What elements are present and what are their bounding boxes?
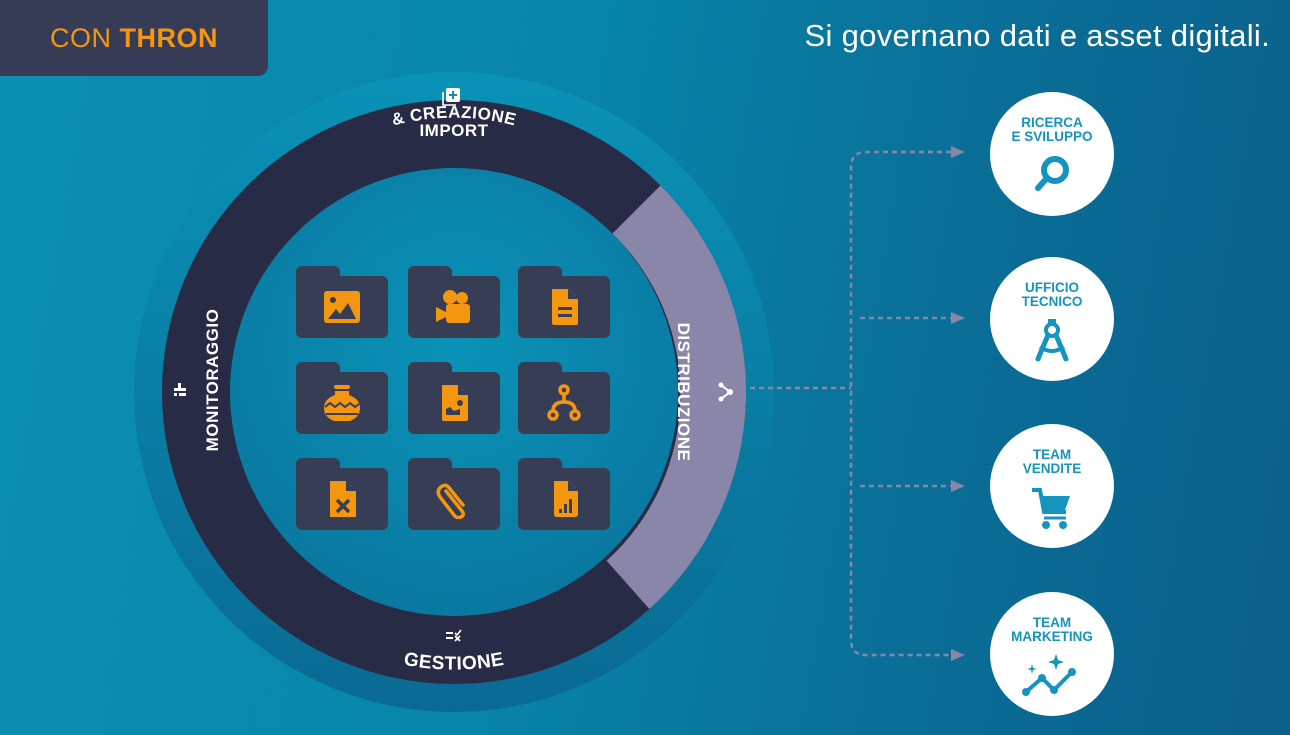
growth-chart-icon bbox=[1022, 654, 1076, 696]
video-camera-icon bbox=[436, 290, 470, 323]
folder-hierarchy[interactable] bbox=[518, 362, 610, 434]
hierarchy-icon bbox=[547, 384, 581, 421]
bar-chart-icon bbox=[174, 383, 186, 396]
add-to-library-icon bbox=[442, 88, 460, 106]
image-file-icon bbox=[442, 385, 468, 421]
3d-vase-icon bbox=[324, 385, 360, 421]
distribuzione-label-group: DISTRIBUZIONE bbox=[674, 323, 733, 462]
folder-3d[interactable] bbox=[296, 362, 388, 434]
compass-icon bbox=[1035, 319, 1069, 362]
monitoraggio-label: MONITORAGGIO bbox=[203, 309, 222, 452]
headline: Si governano dati e asset digitali. bbox=[804, 18, 1270, 53]
folder-image-file[interactable] bbox=[408, 362, 500, 434]
distribuzione-label: DISTRIBUZIONE bbox=[674, 323, 693, 462]
brand-badge: CON THRON bbox=[0, 0, 268, 76]
ring-segment-distribuzione[interactable] bbox=[606, 185, 747, 610]
brand-name: THRON bbox=[119, 22, 218, 53]
folder-report[interactable] bbox=[518, 458, 610, 530]
ring-segment-monitoraggio[interactable]: MONITORAGGIO bbox=[174, 309, 222, 452]
share-icon bbox=[718, 382, 733, 402]
folder-document[interactable] bbox=[518, 266, 610, 338]
image-icon bbox=[324, 291, 360, 323]
distribution-connectors bbox=[750, 150, 951, 657]
paperclip-icon bbox=[436, 483, 466, 519]
ring-segment-import[interactable]: IMPORT & CREAZIONE bbox=[390, 88, 518, 140]
folder-video[interactable] bbox=[408, 266, 500, 338]
folder-excel[interactable] bbox=[296, 458, 388, 530]
folder-image[interactable] bbox=[296, 266, 388, 338]
chart-file-icon bbox=[554, 481, 578, 517]
brand-prefix: CON bbox=[50, 22, 112, 53]
folder-attachment[interactable] bbox=[408, 458, 500, 530]
shopping-cart-icon bbox=[1032, 488, 1070, 529]
checklist-icon bbox=[446, 629, 462, 642]
excel-file-icon bbox=[330, 481, 356, 517]
search-icon bbox=[1035, 156, 1069, 191]
connector-arrowheads bbox=[951, 146, 965, 661]
document-icon bbox=[552, 289, 578, 325]
import-label-line1: IMPORT bbox=[419, 121, 488, 140]
